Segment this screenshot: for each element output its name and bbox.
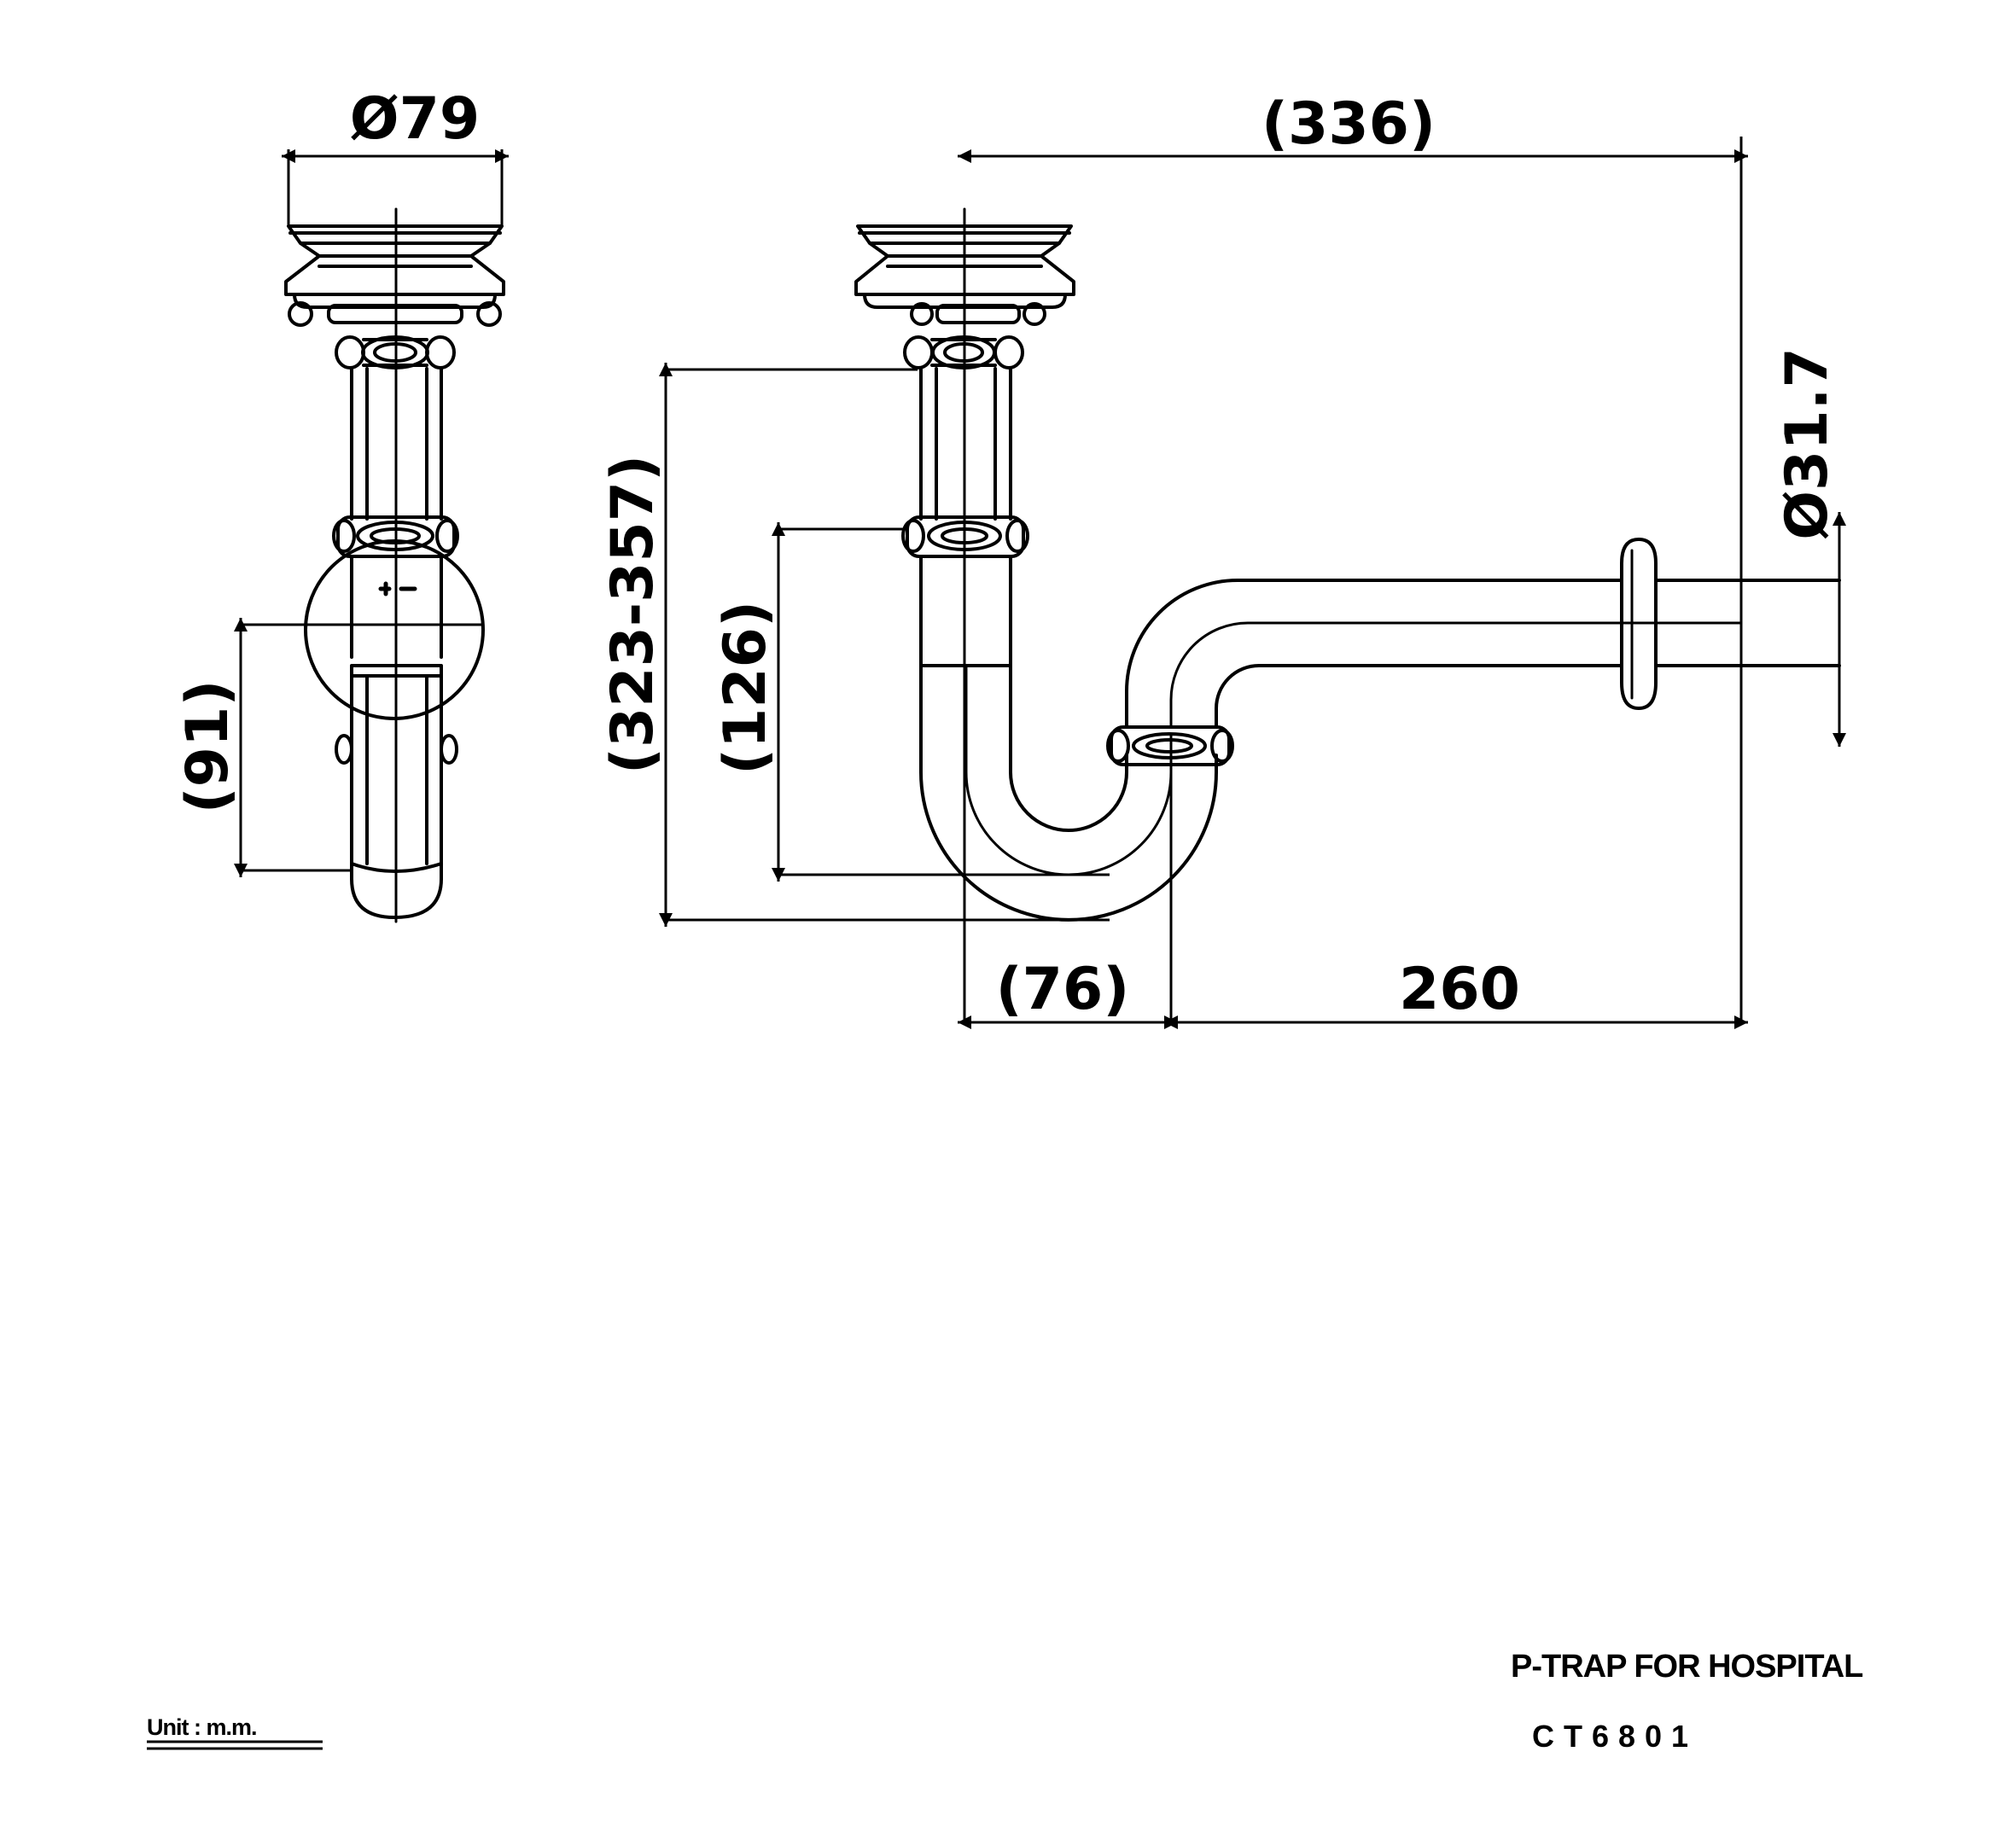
- side-trap-circle: [304, 539, 485, 720]
- front-view: [854, 207, 1841, 1021]
- unit-underline: [147, 1740, 323, 1750]
- dim-overall-width: (336): [1261, 90, 1436, 158]
- wall-flange: [1620, 538, 1658, 710]
- dim-horizontal-length: 260: [1399, 956, 1520, 1023]
- dim-adjustable-height: (323-357): [599, 455, 667, 774]
- dim-outlet-diameter: Ø79: [350, 85, 480, 153]
- front-view-dimensions: [659, 137, 1846, 1029]
- dim-drop-height: (91): [174, 680, 242, 814]
- side-view-dimensions: [234, 149, 509, 877]
- dim-pipe-diameter: Ø31.7: [1774, 347, 1841, 540]
- side-view: [284, 207, 505, 923]
- model-code: CT6801: [1532, 1719, 1698, 1754]
- product-name: P-TRAP FOR HOSPITAL: [1511, 1649, 1863, 1685]
- unit-note: Unit : m.m.: [147, 1714, 257, 1740]
- dim-trap-offset: (76): [996, 956, 1130, 1023]
- wall-arm: [1125, 579, 1623, 729]
- dim-trap-height: (126): [712, 601, 779, 775]
